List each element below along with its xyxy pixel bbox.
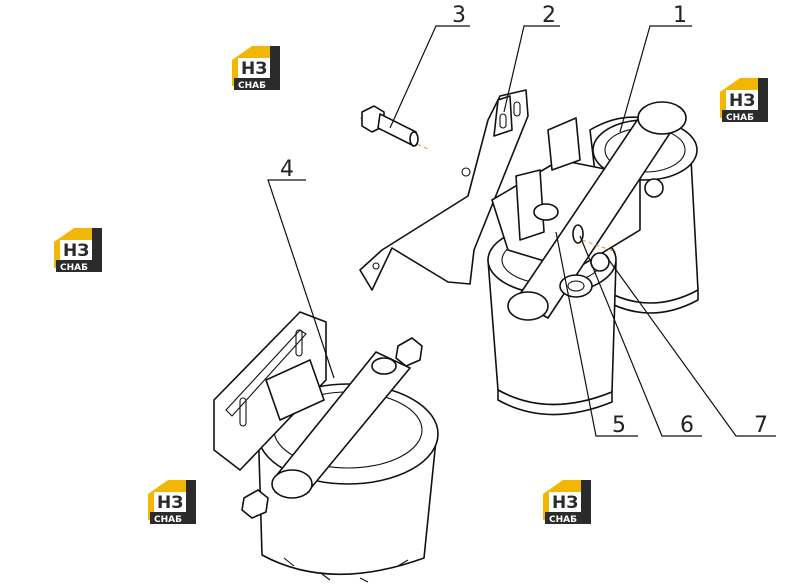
watermark-logo: НЗ СНАБ (148, 480, 196, 525)
watermark-mark: НЗ (729, 91, 755, 111)
callout-3: 3 (452, 3, 466, 28)
part-single-filter-assembly (213, 311, 439, 583)
watermark-word: СНАБ (60, 263, 88, 273)
watermark-mark: НЗ (552, 493, 578, 513)
watermark-mark: НЗ (157, 493, 183, 513)
watermark-word: СНАБ (726, 113, 754, 123)
part-twin-filter-assembly (487, 101, 699, 416)
watermark-logo: НЗ СНАБ (720, 78, 768, 123)
callout-4: 4 (280, 157, 294, 182)
watermark-mark: НЗ (63, 241, 89, 261)
watermark-logo: НЗ СНАБ (232, 46, 280, 91)
callout-6: 6 (680, 413, 694, 438)
callout-2: 2 (542, 3, 556, 28)
watermark-word: СНАБ (238, 81, 266, 91)
callout-1: 1 (673, 3, 687, 28)
part-bolt (359, 105, 431, 151)
callout-7: 7 (754, 413, 768, 438)
leader-lines (267, 25, 776, 437)
watermark-mark: НЗ (241, 59, 267, 79)
watermark-word: СНАБ (154, 515, 182, 525)
watermark-logo: НЗ СНАБ (54, 228, 102, 273)
watermark-logo: НЗ СНАБ (543, 480, 591, 525)
watermark-word: СНАБ (549, 515, 577, 525)
part-bracket (359, 89, 529, 291)
callout-5: 5 (612, 413, 626, 438)
